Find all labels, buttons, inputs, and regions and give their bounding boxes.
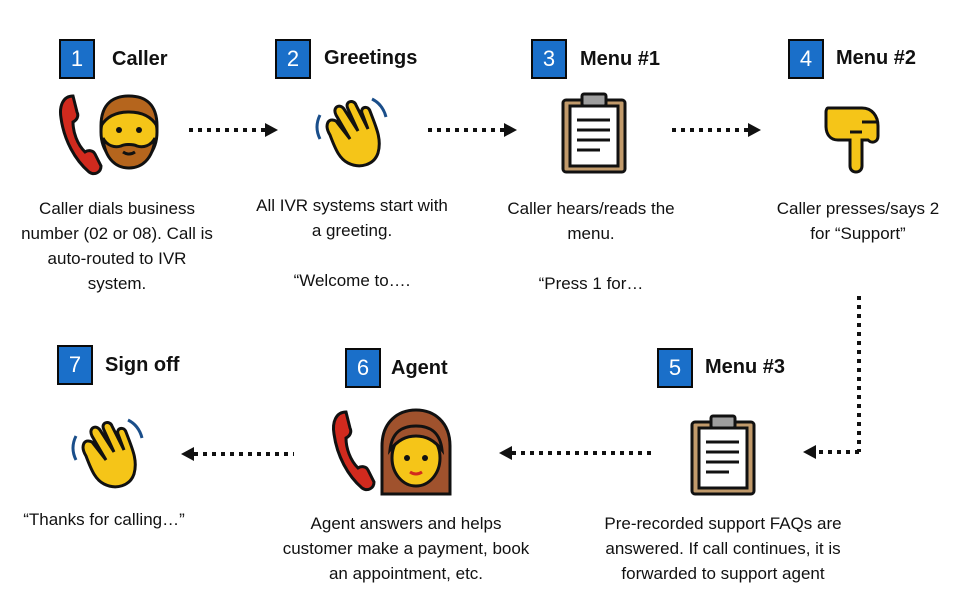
step-7-description: “Thanks for calling…” — [23, 510, 185, 529]
step-1-description: Caller dials business number (02 or 08).… — [21, 199, 213, 293]
step-5-title: Menu #3 — [705, 356, 786, 378]
arrow-right-icon — [672, 123, 761, 137]
step-6-description: Agent answers and helps customer make a … — [282, 514, 530, 583]
clipboard-icon — [561, 92, 627, 174]
pointing-down-hand-icon — [824, 106, 880, 174]
arrow-down-left-icon — [803, 296, 861, 459]
arrow-right-icon — [428, 123, 517, 137]
step-6-number: 6 — [345, 348, 381, 388]
arrow-left-icon — [499, 446, 652, 460]
step-4-description: Caller presses/says 2 for “Support” — [776, 199, 940, 243]
waving-hand-icon — [71, 418, 144, 489]
phone-man-icon — [59, 94, 159, 176]
phone-woman-icon — [332, 408, 452, 496]
step-1-title: Caller — [112, 48, 168, 70]
step-4-number: 4 — [788, 39, 824, 79]
step-7-number: 7 — [57, 345, 93, 385]
step-6-title: Agent — [391, 357, 448, 379]
step-2-title: Greetings — [324, 47, 418, 69]
step-5-description: Pre-recorded support FAQs are answered. … — [604, 514, 842, 583]
step-3-quote: “Press 1 for… — [538, 274, 644, 293]
waving-hand-icon — [315, 97, 388, 168]
arrow-right-icon — [189, 123, 278, 137]
step-2-quote: “Welcome to…. — [293, 271, 411, 290]
step-4-title: Menu #2 — [836, 47, 917, 69]
step-2-number: 2 — [275, 39, 311, 79]
step-1-number: 1 — [59, 39, 95, 79]
step-2-description: All IVR systems start with a greeting. — [256, 196, 448, 240]
step-3-description: Caller hears/reads the menu. — [507, 199, 675, 243]
step-5-number: 5 — [657, 348, 693, 388]
step-3-title: Menu #1 — [580, 48, 661, 70]
step-3-number: 3 — [531, 39, 567, 79]
arrow-left-icon — [181, 447, 294, 461]
step-7-title: Sign off — [105, 354, 180, 376]
clipboard-icon — [690, 414, 756, 496]
